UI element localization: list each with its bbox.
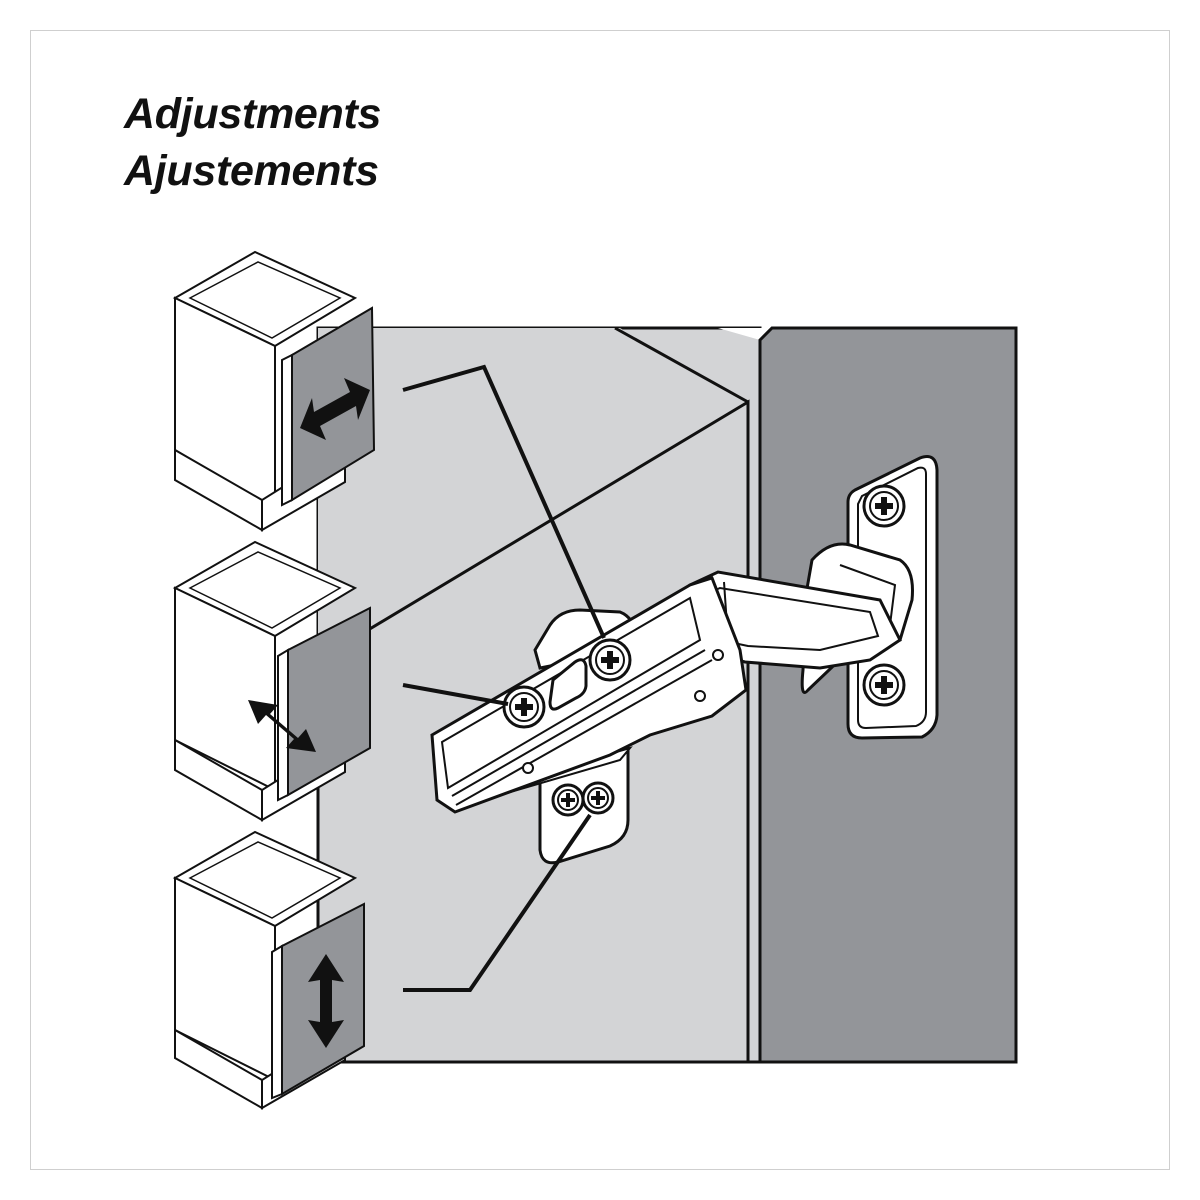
plate-screw-top (862, 484, 906, 528)
plate-screw-bottom (862, 663, 906, 707)
title-english: Adjustments (124, 90, 382, 138)
leader-lines (402, 364, 606, 992)
leader-line-middle (402, 683, 509, 706)
diagonal-double-arrow-icon (248, 700, 316, 752)
base-screw-left (551, 783, 585, 817)
base-screw-right (581, 781, 615, 815)
cabinet-icon-in-and-out (172, 540, 371, 822)
hinge-base (430, 576, 748, 865)
leader-line-top (402, 364, 606, 639)
cup-screw-middle (502, 685, 546, 729)
vertical-double-arrow-icon (308, 954, 344, 1048)
title-block: Adjustments Ajustements (124, 86, 381, 200)
leader-line-bottom (403, 813, 592, 992)
title-french: Ajustements (124, 147, 379, 195)
cabinet-icon-up-and-down (172, 830, 365, 1110)
cup-screw-top (588, 638, 632, 682)
cabinet-top-edge (318, 328, 748, 650)
cabinet-icon-side-to-side (172, 250, 376, 532)
horizontal-double-arrow-icon (300, 378, 370, 440)
diagram-frame (30, 30, 1170, 1170)
